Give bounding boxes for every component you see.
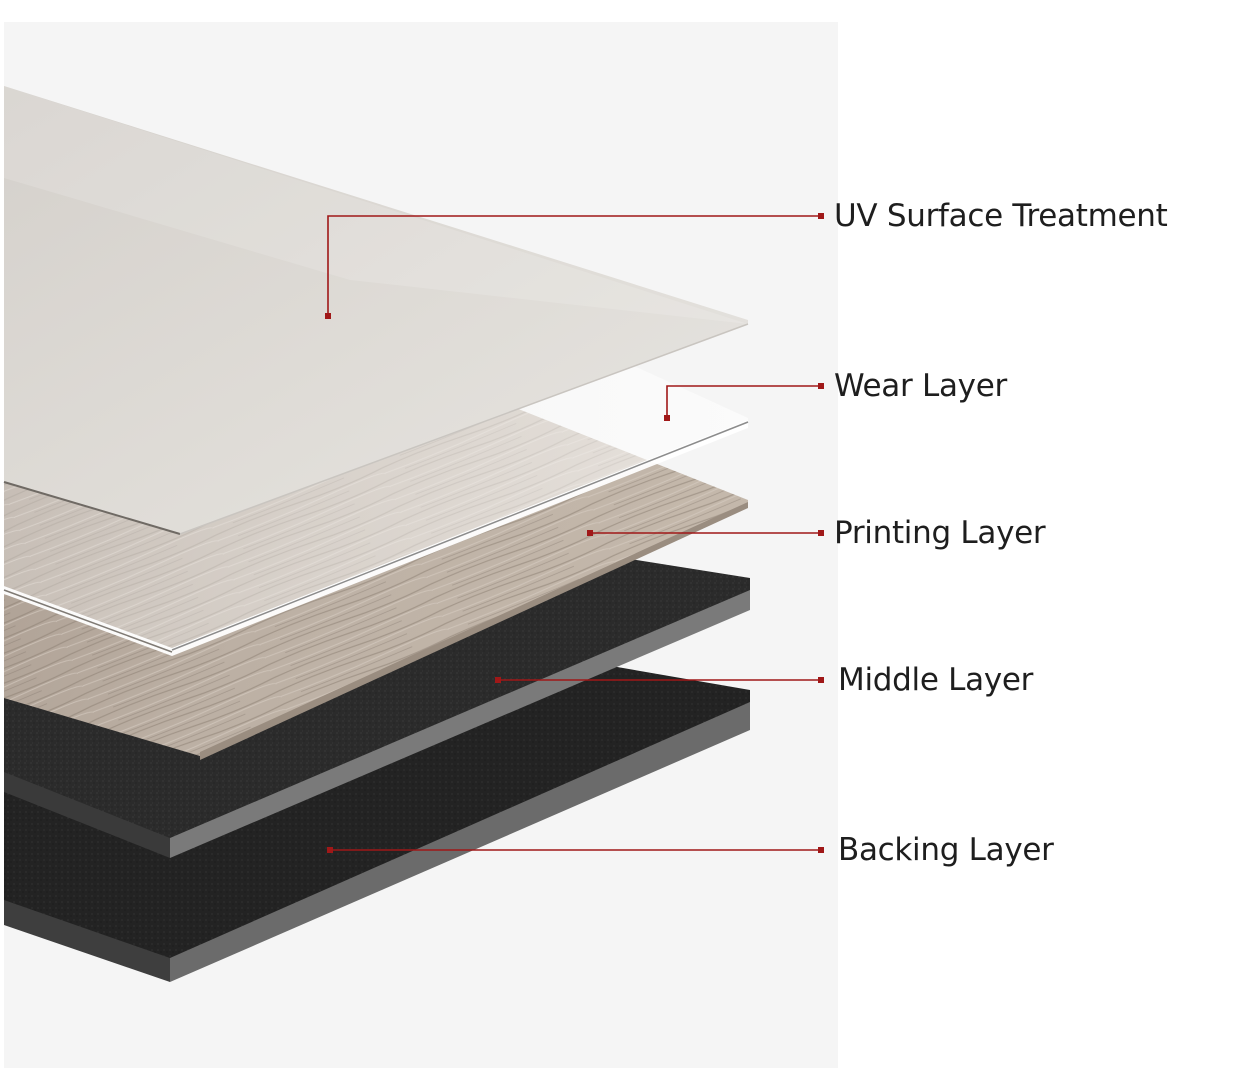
label-uv-surface-treatment: UV Surface Treatment: [834, 198, 1168, 234]
label-wear-layer: Wear Layer: [834, 368, 1007, 404]
leader-wear: [666, 385, 820, 418]
leader-uv: [327, 215, 820, 316]
leader-lines: [327, 215, 820, 851]
backing-layer-shape: [4, 655, 750, 982]
uv-layer-shape: [3, 86, 749, 535]
label-middle-layer: Middle Layer: [838, 662, 1034, 698]
label-printing-layer: Printing Layer: [834, 515, 1046, 551]
label-backing-layer: Backing Layer: [838, 832, 1054, 868]
leader-markers: [325, 213, 824, 853]
